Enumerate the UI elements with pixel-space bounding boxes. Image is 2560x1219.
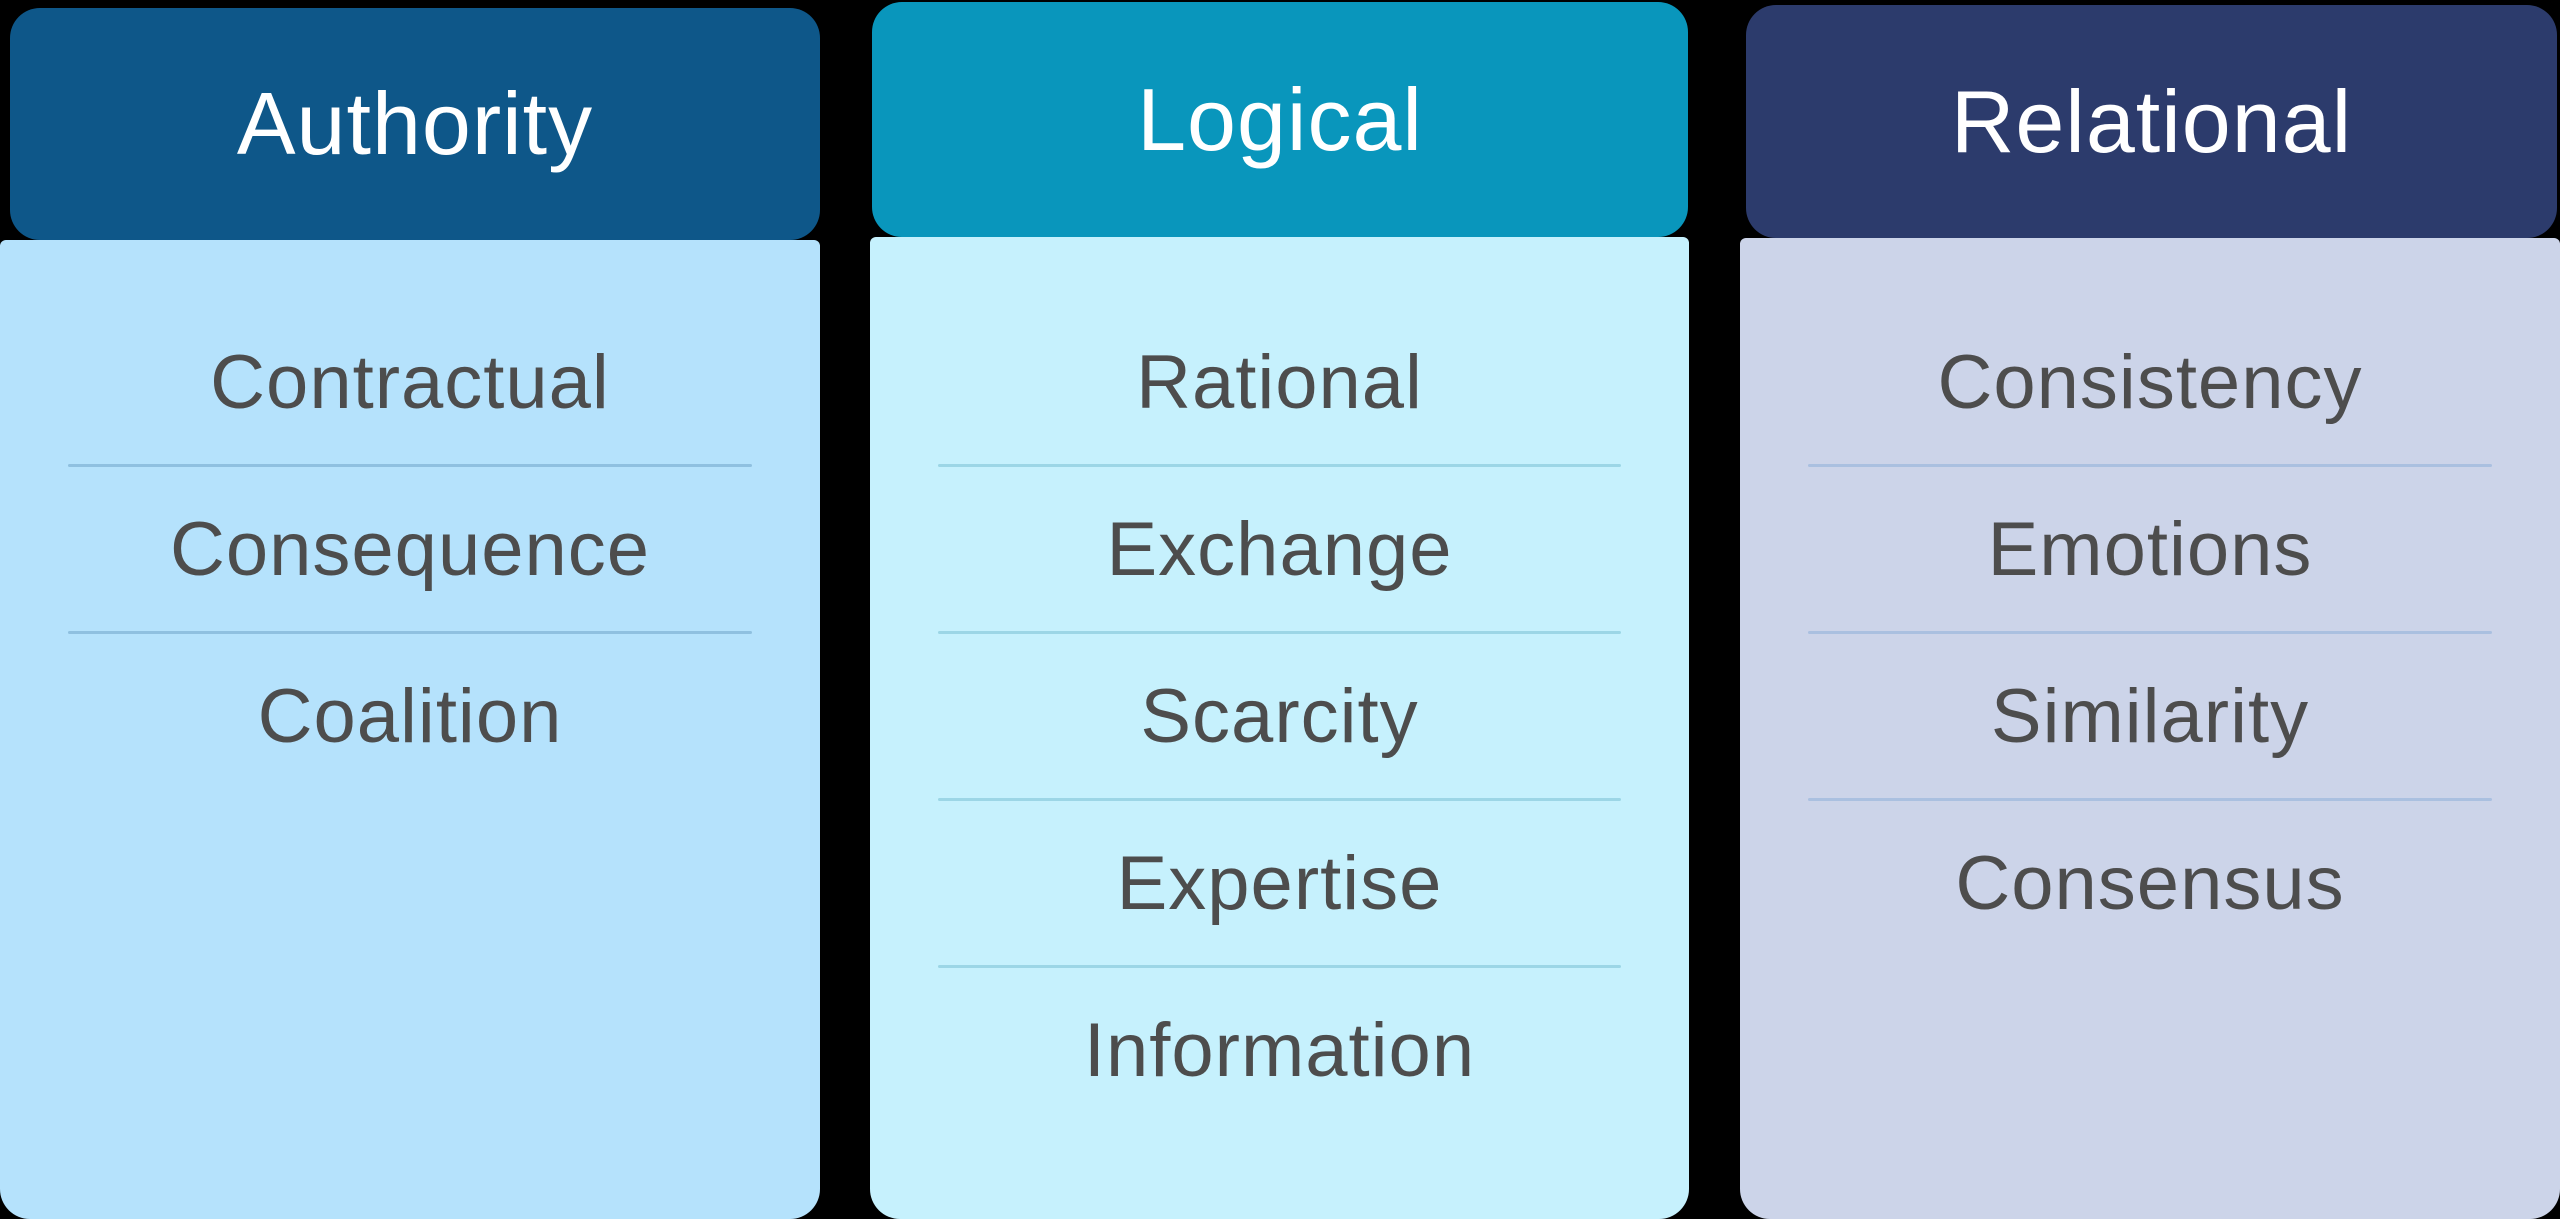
- logical-items: Rational Exchange Scarcity Expertise Inf…: [870, 300, 1689, 1132]
- list-item: Coalition: [0, 634, 820, 798]
- relational-title: Relational: [1950, 71, 2353, 171]
- list-item-label: Coalition: [257, 673, 563, 759]
- divider: [938, 631, 1621, 634]
- authority-title: Authority: [236, 74, 594, 173]
- list-item-label: Consistency: [1937, 339, 2363, 425]
- list-item: Consequence: [0, 467, 820, 631]
- list-item: Exchange: [870, 467, 1689, 631]
- authority-body: [0, 240, 820, 1219]
- divider: [68, 464, 752, 467]
- list-item: Rational: [870, 300, 1689, 464]
- authority-header: Authority: [10, 8, 820, 240]
- logical-title: Logical: [1137, 69, 1423, 169]
- divider: [1808, 631, 2492, 634]
- authority-column: Authority Contractual Consequence Coalit…: [0, 0, 820, 1219]
- list-item-label: Consequence: [169, 506, 651, 592]
- list-item-label: Scarcity: [1140, 673, 1419, 759]
- relational-header: Relational: [1746, 5, 2557, 238]
- list-item-label: Information: [1083, 1007, 1476, 1093]
- list-item-label: Rational: [1136, 339, 1423, 425]
- list-item: Expertise: [870, 801, 1689, 965]
- relational-body: [1740, 238, 2560, 1219]
- list-item-label: Emotions: [1987, 506, 2313, 592]
- divider: [938, 965, 1621, 968]
- divider: [1808, 464, 2492, 467]
- list-item: Contractual: [0, 300, 820, 464]
- list-item-label: Exchange: [1106, 506, 1453, 592]
- authority-items: Contractual Consequence Coalition: [0, 300, 820, 798]
- list-item: Information: [870, 968, 1689, 1132]
- divider: [68, 631, 752, 634]
- list-item: Similarity: [1740, 634, 2560, 798]
- logical-header: Logical: [872, 2, 1688, 237]
- list-item: Consensus: [1740, 801, 2560, 965]
- list-item-label: Contractual: [210, 339, 610, 425]
- list-item: Emotions: [1740, 467, 2560, 631]
- list-item: Scarcity: [870, 634, 1689, 798]
- list-item-label: Similarity: [1990, 673, 2310, 759]
- logical-column: Logical Rational Exchange Scarcity Exper…: [870, 0, 1689, 1219]
- relational-items: Consistency Emotions Similarity Consensu…: [1740, 300, 2560, 965]
- divider: [938, 464, 1621, 467]
- divider: [938, 798, 1621, 801]
- list-item-label: Expertise: [1116, 840, 1443, 926]
- logical-body: [870, 237, 1689, 1219]
- list-item-label: Consensus: [1955, 840, 2345, 926]
- relational-column: Relational Consistency Emotions Similari…: [1740, 0, 2560, 1219]
- list-item: Consistency: [1740, 300, 2560, 464]
- divider: [1808, 798, 2492, 801]
